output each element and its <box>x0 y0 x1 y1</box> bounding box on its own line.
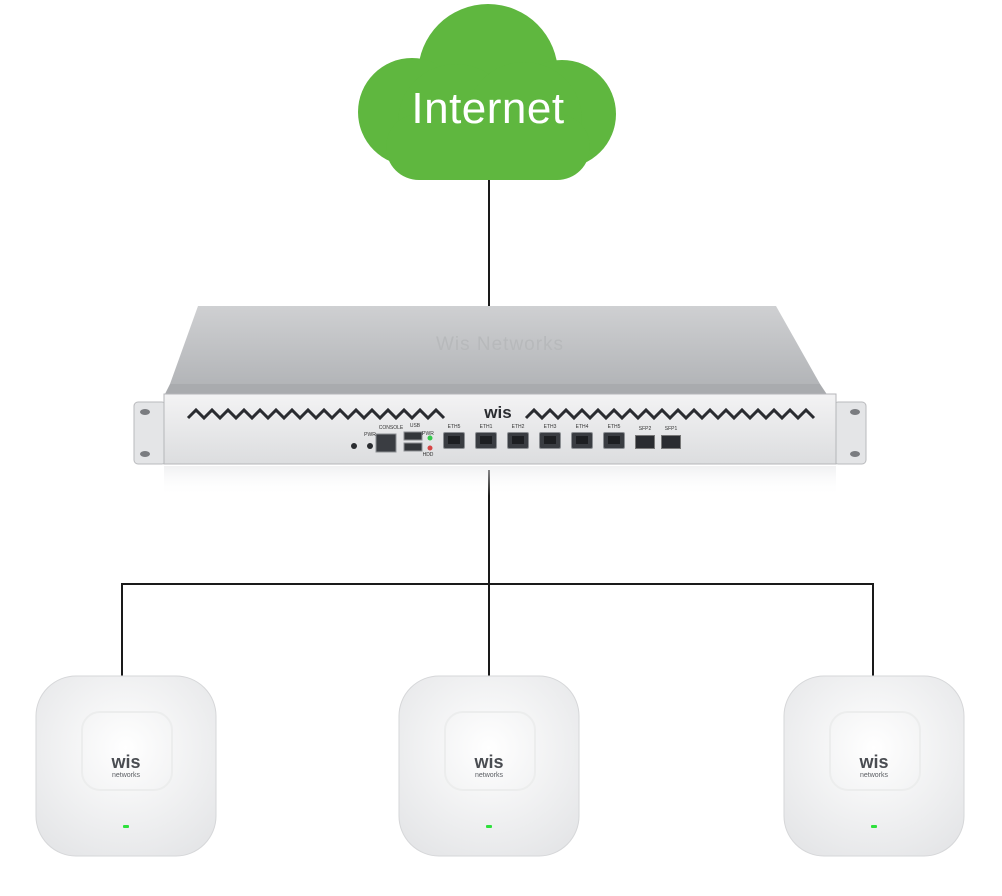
ap-logo: wis <box>859 752 889 772</box>
internet-cloud-icon <box>358 4 616 180</box>
ap-logo-sub: networks <box>859 772 888 779</box>
ap-logo-sub: networks <box>474 772 503 779</box>
eth-port-label: ETH2 <box>511 424 525 430</box>
eth-port-label: ETH4 <box>575 424 589 430</box>
router-top-brand: Wis Networks <box>435 334 565 355</box>
internet-label: Internet <box>411 84 565 133</box>
sfp-port-label: SFP1 <box>664 426 678 432</box>
ethernet-port <box>507 432 529 449</box>
router-appliance <box>133 306 867 496</box>
access-point-right <box>783 675 965 857</box>
ap-status-led <box>486 825 492 828</box>
ap-logo-sub: networks <box>111 772 140 779</box>
sfp-port-label: SFP2 <box>638 426 652 432</box>
eth-port-label: ETH3 <box>543 424 557 430</box>
sfp-port <box>661 435 681 449</box>
console-port-label: CONSOLE <box>378 425 404 431</box>
pwr-button-label: PWR <box>364 432 376 438</box>
eth-port-label: ETH5 <box>607 424 621 430</box>
access-point-center <box>398 675 580 857</box>
access-point-left <box>35 675 217 857</box>
pwr-led-label: PWR <box>422 431 434 437</box>
ap-status-led <box>123 825 129 828</box>
ap-logo: wis <box>111 752 141 772</box>
ethernet-port <box>571 432 593 449</box>
ap-logo: wis <box>474 752 504 772</box>
router-front-logo: wis <box>484 403 512 422</box>
eth-port-label: ETH1 <box>479 424 493 430</box>
ethernet-port <box>603 432 625 449</box>
ethernet-port <box>475 432 497 449</box>
ap-status-led <box>871 825 877 828</box>
ethernet-port <box>443 432 465 449</box>
ethernet-port <box>539 432 561 449</box>
hdd-led-label: HDD <box>422 452 434 458</box>
usb-port-label: USB <box>409 423 421 429</box>
sfp-port <box>635 435 655 449</box>
eth-port-label: ETH5 <box>447 424 461 430</box>
